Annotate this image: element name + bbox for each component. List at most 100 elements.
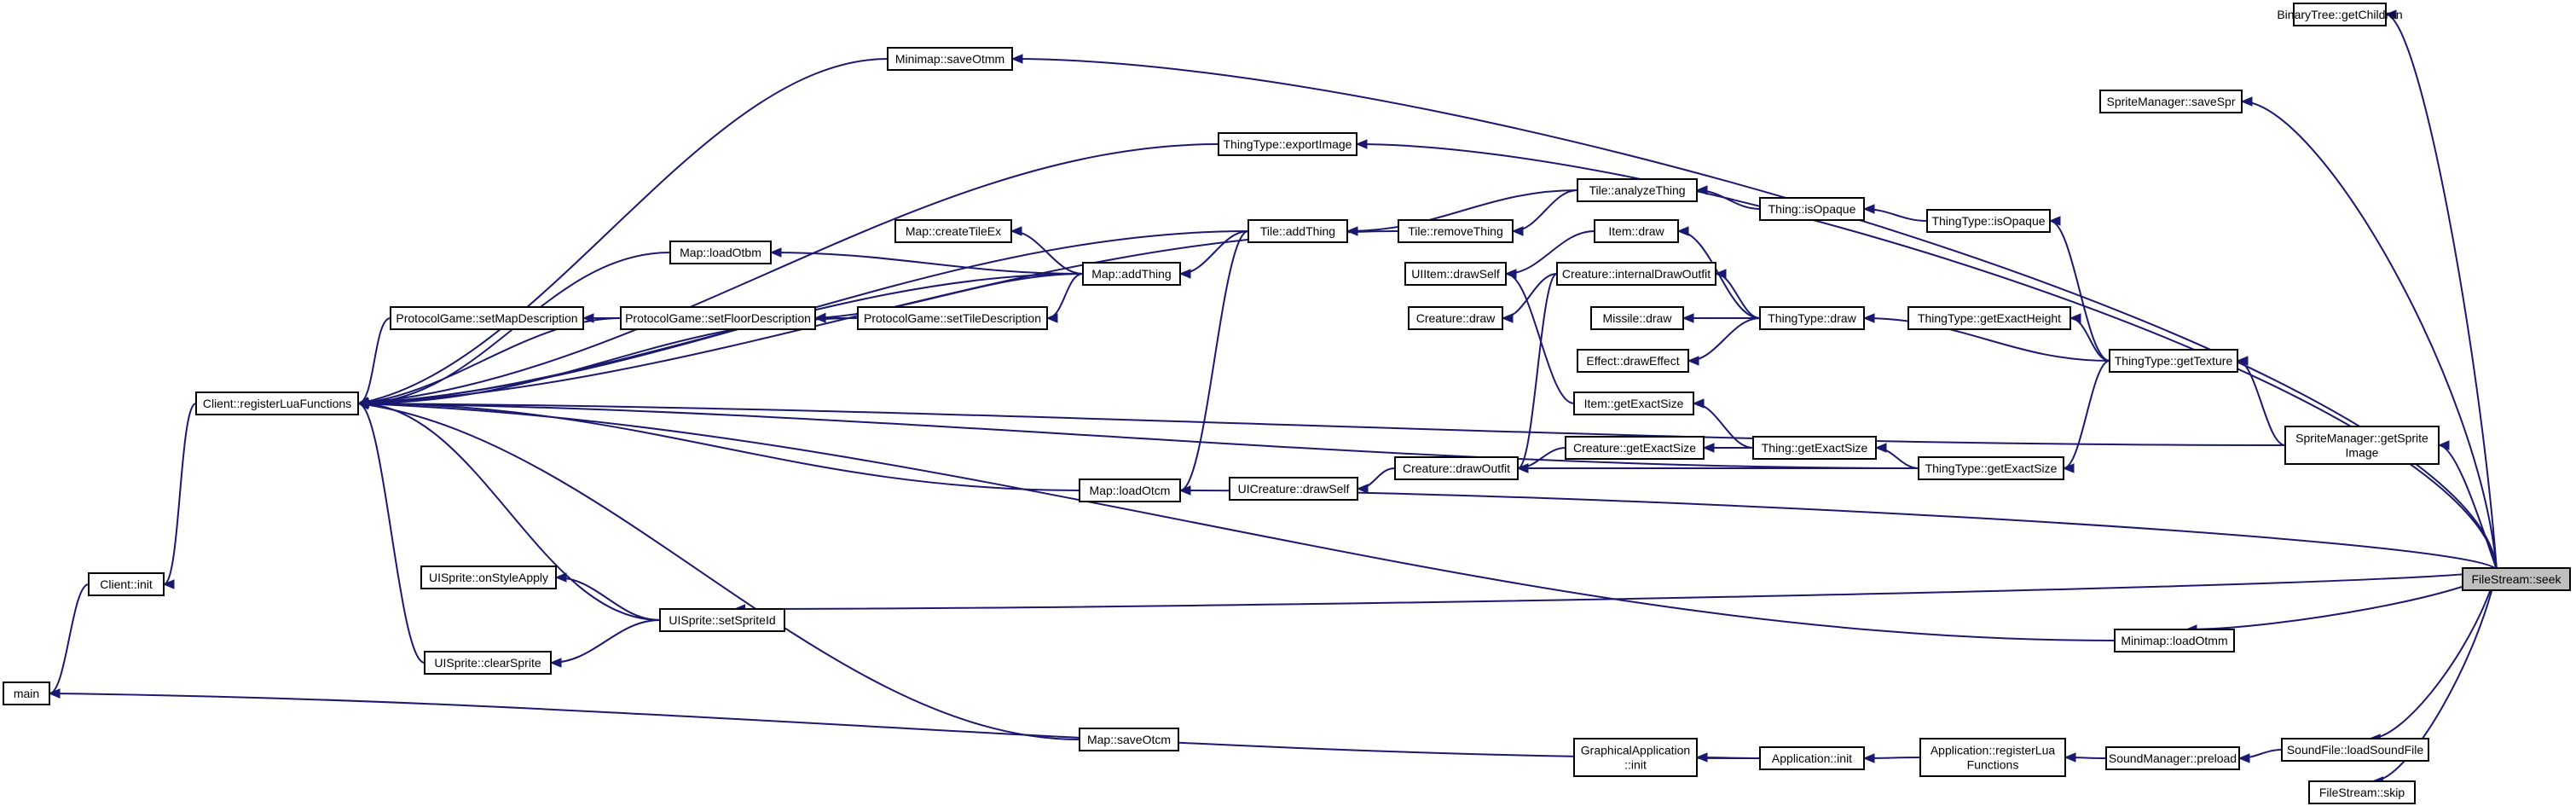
node-tile-addthing[interactable]: Tile::addThing	[1247, 219, 1348, 243]
node-minimap-loadotmm[interactable]: Minimap::loadOtmm	[2114, 629, 2235, 652]
node-uicreature-drawself[interactable]: UICreature::drawSelf	[1229, 477, 1358, 501]
node-creature-getexactsize[interactable]: Creature::getExactSize	[1565, 436, 1705, 460]
node-label: ThingType::getExactSize	[1925, 461, 2058, 475]
node-soundmanager-preload[interactable]: SoundManager::preload	[2105, 746, 2240, 770]
edge-thingtype_getexactsize-to-client_registerluafunctions	[357, 403, 1919, 469]
node-box	[2284, 426, 2440, 465]
node-minimap-saveotmm[interactable]: Minimap::saveOtmm	[887, 47, 1013, 71]
edge-arrowhead	[2236, 356, 2249, 366]
node-client-registerluafunctions[interactable]: Client::registerLuaFunctions	[195, 392, 359, 415]
node-map-loadotbm[interactable]: Map::loadOtbm	[669, 241, 772, 264]
edge-map_addthing-to-protocolgame_settiledescription	[1046, 273, 1084, 319]
node-effect-draweffect[interactable]: Effect::drawEffect	[1577, 349, 1689, 373]
node-creature-draw[interactable]: Creature::draw	[1408, 306, 1503, 330]
node-application-registerluafunctions[interactable]: Application::registerLuaFunctions	[1919, 738, 2066, 777]
node-label: Minimap::saveOtmm	[895, 52, 1004, 66]
node-uiitem-drawself[interactable]: UIItem::drawSelf	[1404, 262, 1507, 286]
edge-filestream_seek-to-filestream_skip	[2372, 569, 2498, 782]
edge-minimap_loadotmm-to-client_registerluafunctions	[357, 403, 2116, 641]
node-protocolgame-settiledescription[interactable]: ProtocolGame::setTileDescription	[857, 306, 1048, 330]
node-tile-removething[interactable]: Tile::removeThing	[1398, 219, 1514, 243]
node-graphicalapplication-init[interactable]: GraphicalApplication::init	[1573, 738, 1698, 777]
node-soundfile-loadsoundfile[interactable]: SoundFile::loadSoundFile	[2281, 738, 2429, 762]
node-label: ProtocolGame::setMapDescription	[396, 311, 577, 325]
node-label: GraphicalApplication	[1581, 744, 1690, 757]
node-label: Thing::getExactSize	[1762, 441, 1868, 455]
node-map-loadotcm[interactable]: Map::loadOtcm	[1079, 478, 1181, 502]
edge-arrowhead	[1356, 484, 1369, 494]
node-map-addthing[interactable]: Map::addThing	[1082, 262, 1181, 286]
node-binarytree-getchildren[interactable]: BinaryTree::getChildren	[2277, 3, 2403, 26]
node-main[interactable]: main	[3, 682, 50, 705]
node-thing-isopaque[interactable]: Thing::isOpaque	[1759, 197, 1865, 221]
node-label: Tile::analyzeThing	[1589, 183, 1685, 197]
edge-thingtype_gettexture-to-thingtype_isopaque	[2049, 220, 2110, 362]
edge-item_draw-to-uiitem_drawself	[1505, 230, 1595, 275]
edge-tile_addthing-to-map_addthing	[1179, 230, 1249, 275]
node-tile-analyzething[interactable]: Tile::analyzeThing	[1577, 178, 1698, 202]
edge-filestream_seek-to-uisprite_setspriteid	[734, 569, 2498, 610]
edge-filestream_seek-to-minimap_loadotmm	[2185, 569, 2498, 630]
node-label: Application::registerLua	[1931, 744, 2056, 757]
node-filestream-seek[interactable]: FileStream::seek	[2462, 567, 2571, 591]
node-box	[1759, 197, 1865, 221]
edge-tile_analyzething-to-tile_addthing	[1346, 189, 1578, 232]
node-protocolgame-setfloordescription[interactable]: ProtocolGame::setFloorDescription	[620, 306, 816, 330]
edge-filestream_seek-to-minimap_saveotmm	[1011, 58, 2498, 571]
node-box	[1926, 209, 2051, 233]
edge-arrowhead	[1862, 313, 1875, 323]
node-item-draw[interactable]: Item::draw	[1594, 219, 1679, 243]
edge-thingtype_exportimage-to-client_registerluafunctions	[357, 143, 1219, 404]
node-box	[195, 392, 359, 415]
node-label: ::init	[1624, 758, 1647, 772]
node-label: Tile::addThing	[1260, 224, 1335, 238]
node-item-getexactsize[interactable]: Item::getExactSize	[1573, 392, 1694, 415]
node-box	[1573, 738, 1698, 777]
node-thingtype-getexactsize[interactable]: ThingType::getExactSize	[1918, 456, 2064, 480]
node-creature-drawoutfit[interactable]: Creature::drawOutfit	[1394, 456, 1519, 480]
node-map-createtileex[interactable]: Map::createTileEx	[894, 219, 1012, 243]
node-filestream-skip[interactable]: FileStream::skip	[2308, 780, 2416, 804]
node-map-saveotcm[interactable]: Map::saveOtcm	[1079, 728, 1179, 751]
node-label: FileStream::seek	[2471, 572, 2562, 586]
node-thingtype-exportimage[interactable]: ThingType::exportImage	[1218, 132, 1357, 156]
edge-arrowhead	[1874, 443, 1887, 453]
edge-arrowhead	[162, 579, 175, 589]
node-label: Creature::drawOutfit	[1403, 461, 1510, 475]
edge-filestream_seek-to-thingtype_exportimage	[1356, 143, 2498, 571]
node-spritemanager-savespr[interactable]: SpriteManager::saveSpr	[2099, 90, 2243, 113]
node-thingtype-isopaque[interactable]: ThingType::isOpaque	[1926, 209, 2051, 233]
node-label: Creature::draw	[1416, 311, 1496, 325]
node-box	[1556, 262, 1716, 286]
node-label: Tile::removeThing	[1408, 224, 1503, 238]
node-box	[1079, 728, 1179, 751]
edge-arrowhead	[1862, 753, 1875, 763]
edge-arrowhead	[1355, 139, 1368, 149]
edge-arrowhead	[48, 688, 61, 699]
node-thingtype-gettexture[interactable]: ThingType::getTexture	[2109, 349, 2238, 373]
node-label: UISprite::setSpriteId	[669, 613, 775, 627]
node-client-init[interactable]: Client::init	[88, 572, 165, 596]
node-protocolgame-setmapdescription[interactable]: ProtocolGame::setMapDescription	[390, 306, 584, 330]
edge-arrowhead	[1692, 398, 1705, 409]
edge-application_init-to-main	[49, 693, 1761, 759]
node-uisprite-setspriteid[interactable]: UISprite::setSpriteId	[659, 608, 785, 632]
edge-arrowhead	[2384, 9, 2397, 20]
edge-arrowhead	[769, 247, 782, 258]
node-thing-getexactsize[interactable]: Thing::getExactSize	[1752, 436, 1877, 460]
node-thingtype-draw[interactable]: ThingType::draw	[1759, 306, 1865, 330]
node-label: Image	[2346, 446, 2379, 460]
node-label: Thing::isOpaque	[1768, 202, 1856, 216]
node-label: ThingType::getTexture	[2115, 354, 2233, 368]
node-thingtype-getexactheight[interactable]: ThingType::getExactHeight	[1907, 306, 2071, 330]
node-missile-draw[interactable]: Missile::draw	[1590, 306, 1684, 330]
node-uisprite-clearsprite[interactable]: UISprite::clearSprite	[424, 651, 552, 675]
node-uisprite-onstyleapply[interactable]: UISprite::onStyleApply	[420, 566, 557, 589]
edge-item_getexactsize-to-uiitem_drawself	[1505, 273, 1575, 404]
node-creature-internaldrawoutfit[interactable]: Creature::internalDrawOutfit	[1556, 262, 1716, 286]
edge-uisprite_setspriteid-to-uisprite_onstyleapply	[555, 577, 661, 621]
node-label: ThingType::exportImage	[1224, 137, 1352, 151]
node-application-init[interactable]: Application::init	[1759, 746, 1865, 770]
